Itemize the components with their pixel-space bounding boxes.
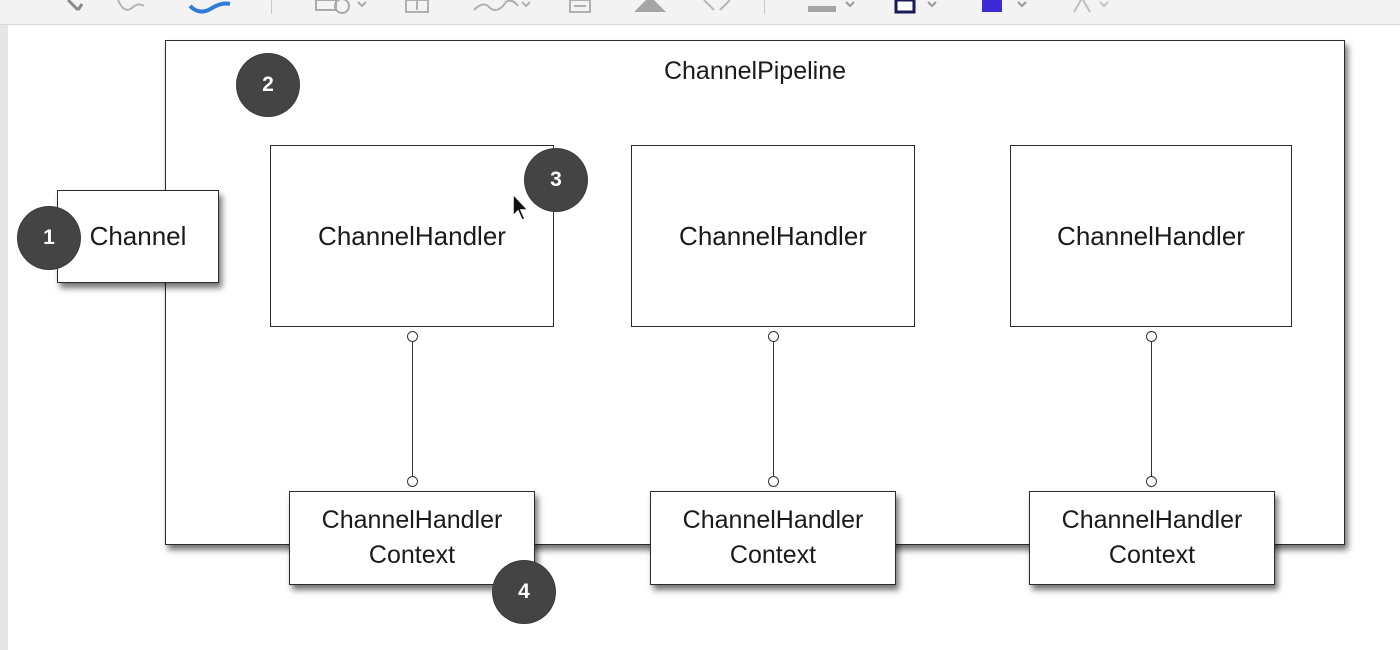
channel-handler-box: ChannelHandler	[270, 145, 554, 327]
sketch-icon[interactable]	[112, 0, 152, 14]
context-label-line2: Context	[1108, 541, 1196, 569]
markup-arrow-icon[interactable]	[60, 0, 90, 14]
handler-context-link	[412, 336, 413, 482]
window-left-edge	[0, 25, 8, 650]
handler-context-link	[773, 336, 774, 482]
link-endpoint	[407, 476, 418, 487]
channel-box: Channel	[57, 190, 219, 283]
text-box-icon[interactable]	[404, 0, 434, 14]
context-label-line1: ChannelHandler	[1061, 506, 1243, 534]
step-badge-2: 2	[237, 54, 299, 116]
context-label-line1: ChannelHandler	[321, 506, 503, 534]
link-endpoint	[1146, 476, 1157, 487]
channel-handler-context-box: ChannelHandler Context	[650, 491, 896, 585]
border-color-icon[interactable]	[892, 0, 948, 14]
note-icon[interactable]	[566, 0, 596, 14]
mouse-cursor-icon	[512, 192, 530, 221]
line-style-icon[interactable]	[806, 0, 862, 14]
markup-toolbar	[0, 0, 1400, 25]
font-icon[interactable]	[1068, 0, 1122, 14]
context-label-line1: ChannelHandler	[682, 506, 864, 534]
adjust-color-icon[interactable]	[630, 0, 670, 14]
toolbar-separator	[271, 0, 272, 14]
fill-color-icon[interactable]	[978, 0, 1034, 14]
step-badge-4: 4	[493, 561, 555, 623]
draw-icon[interactable]	[186, 0, 236, 14]
handler-label: ChannelHandler	[318, 220, 506, 251]
link-endpoint	[768, 331, 779, 342]
channel-handler-context-box: ChannelHandler Context	[289, 491, 535, 585]
signature-icon[interactable]	[470, 0, 530, 14]
link-endpoint	[407, 331, 418, 342]
handler-label: ChannelHandler	[679, 220, 867, 251]
handler-context-link	[1151, 336, 1152, 482]
channel-label: Channel	[89, 221, 187, 251]
link-endpoint	[1146, 331, 1157, 342]
channel-handler-box: ChannelHandler	[631, 145, 915, 327]
link-endpoint	[768, 476, 779, 487]
shapes-icon[interactable]	[312, 0, 370, 14]
step-badge-3: 3	[525, 149, 587, 211]
resize-icon[interactable]	[700, 0, 734, 14]
pipeline-title: ChannelPipeline	[663, 57, 847, 85]
handler-label: ChannelHandler	[1057, 220, 1245, 251]
channel-handler-context-box: ChannelHandler Context	[1029, 491, 1275, 585]
toolbar-separator	[764, 0, 765, 14]
context-label-line2: Context	[729, 541, 817, 569]
step-badge-1: 1	[18, 207, 80, 269]
context-label-line2: Context	[368, 541, 456, 569]
channel-handler-box: ChannelHandler	[1010, 145, 1292, 327]
